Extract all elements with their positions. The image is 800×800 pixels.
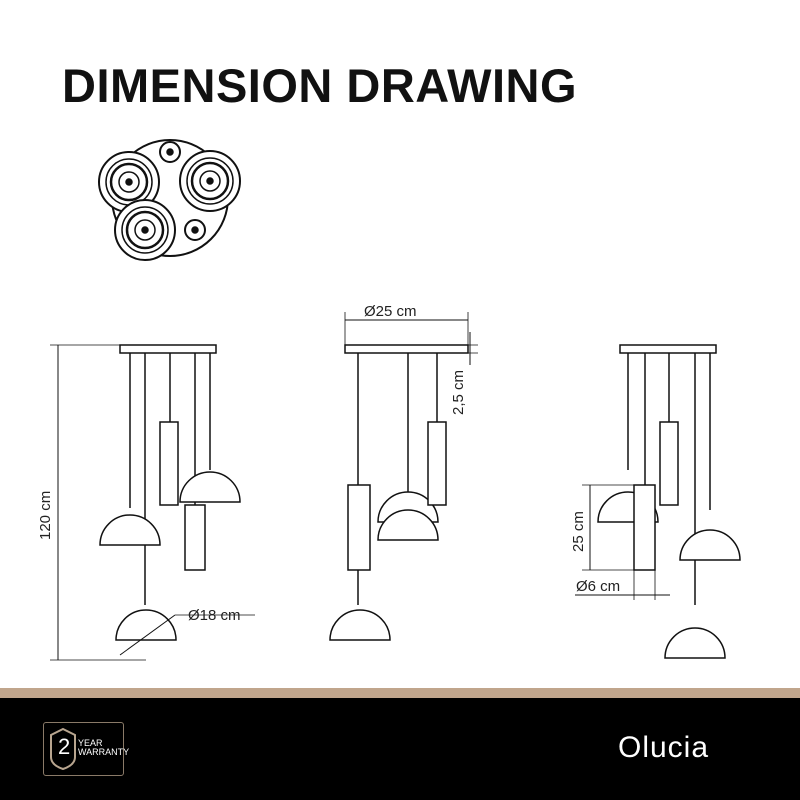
footer: 2 YEAR WARRANTY Olucia [0,698,800,800]
height-label: 120 cm [37,491,54,540]
canopy-diameter-label: Ø25 cm [364,303,417,320]
warranty-line1: YEAR [78,738,103,748]
canopy-height-label: 2,5 cm [450,370,467,415]
page-title: DIMENSION DRAWING [62,59,578,112]
brand-logo: Olucia [618,731,710,764]
accent-band [0,688,800,698]
front-view-right: 25 cm Ø6 cm [570,344,741,659]
dimension-drawing: 120 cm Ø18 cm Ø25 cm 2,5 cm 25 cm [37,139,741,661]
cylinder-height-label: 25 cm [570,511,587,552]
warranty-badge: 2 YEAR WARRANTY [43,722,129,776]
front-view-middle: Ø25 cm 2,5 cm [329,303,478,641]
globe-diameter-label: Ø18 cm [188,607,241,624]
top-view-canopy [98,139,241,261]
cylinder-diameter-label: Ø6 cm [576,578,620,595]
warranty-line2: WARRANTY [78,747,130,757]
warranty-number: 2 [58,734,71,759]
shield-icon [50,727,76,771]
front-view-left: 120 cm Ø18 cm [37,344,255,661]
